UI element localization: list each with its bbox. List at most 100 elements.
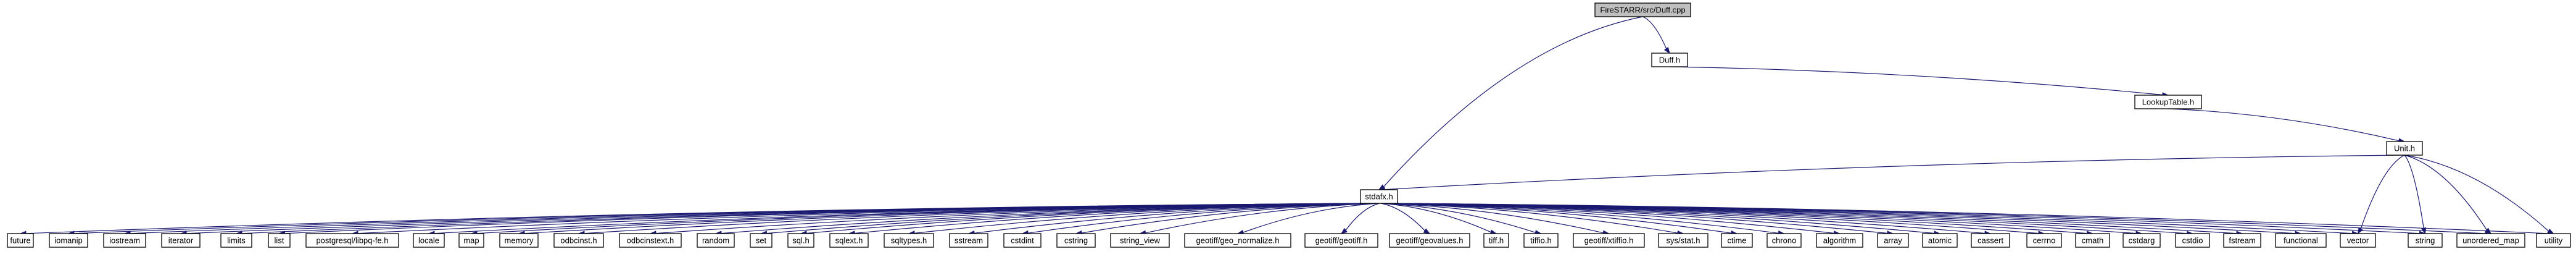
node-box — [1651, 53, 1688, 67]
node-iomanip[interactable]: iomanip — [49, 233, 88, 248]
node-sstream[interactable]: sstream — [949, 233, 988, 248]
node-string[interactable]: string — [2408, 233, 2443, 248]
node-box — [2275, 233, 2327, 248]
node-label: ctime — [1727, 236, 1746, 245]
node-label: geotiff/geotiff.h — [1315, 236, 1368, 245]
node-stdafx[interactable]: stdafx.h — [1360, 189, 1398, 204]
node-functional[interactable]: functional — [2275, 233, 2327, 248]
node-box — [1971, 233, 2010, 248]
node-future[interactable]: future — [7, 233, 34, 248]
node-list[interactable]: list — [268, 233, 291, 248]
node-label: sqlext.h — [835, 236, 863, 245]
node-sqltypes[interactable]: sqltypes.h — [884, 233, 934, 248]
edge-line — [1393, 203, 2548, 234]
node-cstdint[interactable]: cstdint — [1003, 233, 1042, 248]
node-label: atomic — [1928, 236, 1952, 245]
node-utility[interactable]: utility — [2536, 233, 2571, 248]
node-box — [1360, 189, 1398, 204]
node-label: iterator — [168, 236, 194, 245]
node-odbcinstext[interactable]: odbcinstext.h — [619, 233, 682, 248]
node-unordered-map[interactable]: unordered_map — [2456, 233, 2525, 248]
node-label: vector — [2347, 236, 2369, 245]
node-label: cstring — [1064, 236, 1088, 245]
node-sysstat[interactable]: sys/stat.h — [1658, 233, 1708, 248]
node-box-root — [1594, 2, 1691, 17]
node-label: Unit.h — [2394, 144, 2415, 153]
node-fstream[interactable]: fstream — [2223, 233, 2261, 248]
node-box — [2134, 95, 2202, 109]
node-cstring[interactable]: cstring — [1056, 233, 1096, 248]
node-cstdio[interactable]: cstdio — [2175, 233, 2210, 248]
node-random[interactable]: random — [697, 233, 735, 248]
node-tiffio[interactable]: tiffio.h — [1523, 233, 1559, 248]
node-ctime[interactable]: ctime — [1721, 233, 1753, 248]
node-cassert[interactable]: cassert — [1971, 233, 2010, 248]
node-unit[interactable]: Unit.h — [2386, 141, 2423, 156]
node-sqlext[interactable]: sqlext.h — [829, 233, 869, 248]
node-geovalues[interactable]: geotiff/geovalues.h — [1389, 233, 1470, 248]
node-limits[interactable]: limits — [220, 233, 252, 248]
node-label: set — [756, 236, 767, 245]
node-box — [220, 233, 252, 248]
node-memory[interactable]: memory — [499, 233, 539, 248]
node-label: odbcinstext.h — [627, 236, 674, 245]
node-geo-normalize[interactable]: geotiff/geo_normalize.h — [1184, 233, 1291, 248]
edge-unit-to-utility — [2404, 155, 2554, 234]
node-label: future — [10, 236, 30, 245]
node-box — [2456, 233, 2525, 248]
node-label: cstdio — [2182, 236, 2203, 245]
graph-edges — [19, 16, 2554, 237]
node-box — [750, 233, 772, 248]
node-box — [2536, 233, 2571, 248]
node-label: stdafx.h — [1365, 192, 1393, 201]
node-label: limits — [227, 236, 246, 245]
node-box — [161, 233, 201, 248]
node-sql[interactable]: sql.h — [787, 233, 814, 248]
node-iostream[interactable]: iostream — [103, 233, 146, 248]
edge-arrowhead — [1340, 227, 1348, 234]
node-libpq[interactable]: postgresql/libpq-fe.h — [305, 233, 399, 248]
node-xtiffio[interactable]: geotiff/xtiffio.h — [1573, 233, 1645, 248]
node-cstdarg[interactable]: cstdarg — [2123, 233, 2161, 248]
node-chrono[interactable]: chrono — [1766, 233, 1802, 248]
node-label: locale — [418, 236, 439, 245]
node-label: string — [2416, 236, 2435, 245]
node-set[interactable]: set — [750, 233, 772, 248]
edge-line — [2404, 155, 2487, 231]
node-atomic[interactable]: atomic — [1922, 233, 1958, 248]
node-tiff[interactable]: tiff.h — [1483, 233, 1509, 248]
node-box — [458, 233, 484, 248]
node-box — [2075, 233, 2110, 248]
edge-line — [1145, 203, 1378, 234]
edge-line — [1642, 16, 1667, 49]
node-iterator[interactable]: iterator — [161, 233, 201, 248]
node-root[interactable]: FireSTARR/src/Duff.cpp — [1594, 2, 1691, 17]
edge-line — [1380, 203, 1425, 231]
node-vector[interactable]: vector — [2340, 233, 2376, 248]
node-duff-h[interactable]: Duff.h — [1651, 53, 1688, 67]
node-label: geotiff/geovalues.h — [1396, 236, 1464, 245]
node-geotiff[interactable]: geotiff/geotiff.h — [1304, 233, 1378, 248]
edge-line — [2404, 155, 2549, 232]
node-label: geotiff/xtiffio.h — [1584, 236, 1634, 245]
node-label: utility — [2545, 236, 2563, 245]
node-odbcinst[interactable]: odbcinst.h — [553, 233, 604, 248]
node-algorithm[interactable]: algorithm — [1816, 233, 1863, 248]
node-box — [2408, 233, 2443, 248]
node-box — [1816, 233, 1863, 248]
edge-line — [1081, 203, 1377, 234]
node-locale[interactable]: locale — [413, 233, 445, 248]
node-map[interactable]: map — [458, 233, 484, 248]
node-label: algorithm — [1823, 236, 1856, 245]
node-array[interactable]: array — [1877, 233, 1909, 248]
node-box — [1721, 233, 1753, 248]
node-cerrno[interactable]: cerrno — [2026, 233, 2062, 248]
node-cmath[interactable]: cmath — [2075, 233, 2110, 248]
node-string-view[interactable]: string_view — [1110, 233, 1170, 248]
node-box — [1766, 233, 1802, 248]
node-box — [2026, 233, 2062, 248]
node-lookup[interactable]: LookupTable.h — [2134, 95, 2202, 109]
edge-line — [2404, 155, 2424, 229]
node-box — [1483, 233, 1509, 248]
node-box — [697, 233, 735, 248]
